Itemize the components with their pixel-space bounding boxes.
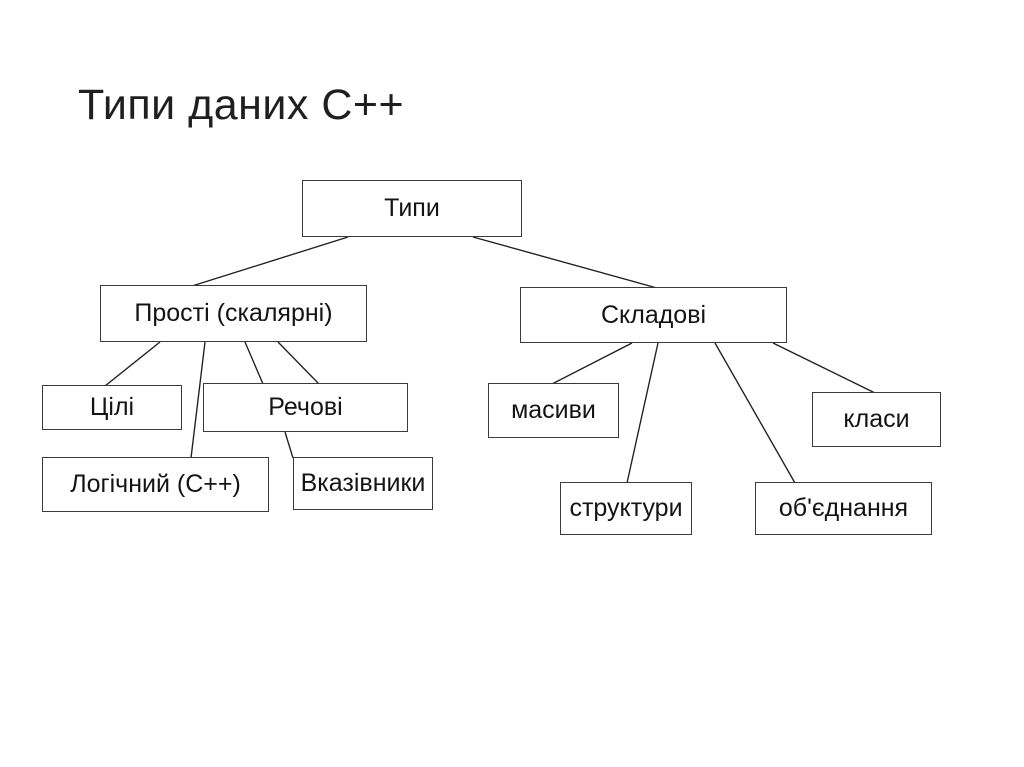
node-rechovi-label: Речові [268, 393, 343, 421]
node-skladovi: Складові [520, 287, 787, 343]
node-skladovi-label: Складові [600, 300, 707, 329]
node-obiednannia-label: об'єднання [778, 494, 909, 522]
edge-prosti-logichnyj [190, 341, 206, 459]
node-tipy-label: Типи [384, 194, 440, 222]
edge-prosti-rechovi-a [244, 341, 264, 385]
node-tipy: Типи [302, 180, 522, 237]
node-prosti-skalyarni: Прості (скалярні) [100, 285, 367, 342]
edge-rechovi-vkazivnyky [284, 431, 294, 459]
edge-prosti-tsili [104, 341, 161, 387]
edge-tipy-prosti [191, 236, 349, 287]
edge-skladovi-obiednannia [714, 342, 796, 484]
node-klasy: класи [812, 392, 941, 447]
edge-tipy-skladovi [472, 236, 658, 289]
node-prosti-skalyarni-label: Прості (скалярні) [134, 299, 333, 327]
node-struktury-label: структури [569, 494, 683, 522]
edge-prosti-rechovi-b [277, 341, 320, 385]
slide-title: Типи даних С++ [78, 81, 405, 129]
edge-skladovi-struktury [626, 342, 659, 484]
node-tsili: Цілі [42, 385, 182, 430]
node-vkazivnyky: Вказівники [293, 457, 433, 510]
node-klasy-label: класи [843, 405, 910, 433]
node-tsili-label: Цілі [89, 393, 135, 421]
node-struktury: структури [560, 482, 692, 535]
node-masyvy-label: масиви [511, 396, 596, 424]
edge-skladovi-masyvy [551, 342, 633, 385]
edge-skladovi-klasy [772, 342, 876, 394]
node-rechovi: Речові [203, 383, 408, 432]
node-logichnyj: Логічний (С++) [42, 457, 269, 512]
node-logichnyj-label: Логічний (С++) [70, 470, 241, 498]
node-vkazivnyky-label: Вказівники [300, 469, 426, 497]
node-obiednannia: об'єднання [755, 482, 932, 535]
node-masyvy: масиви [488, 383, 619, 438]
